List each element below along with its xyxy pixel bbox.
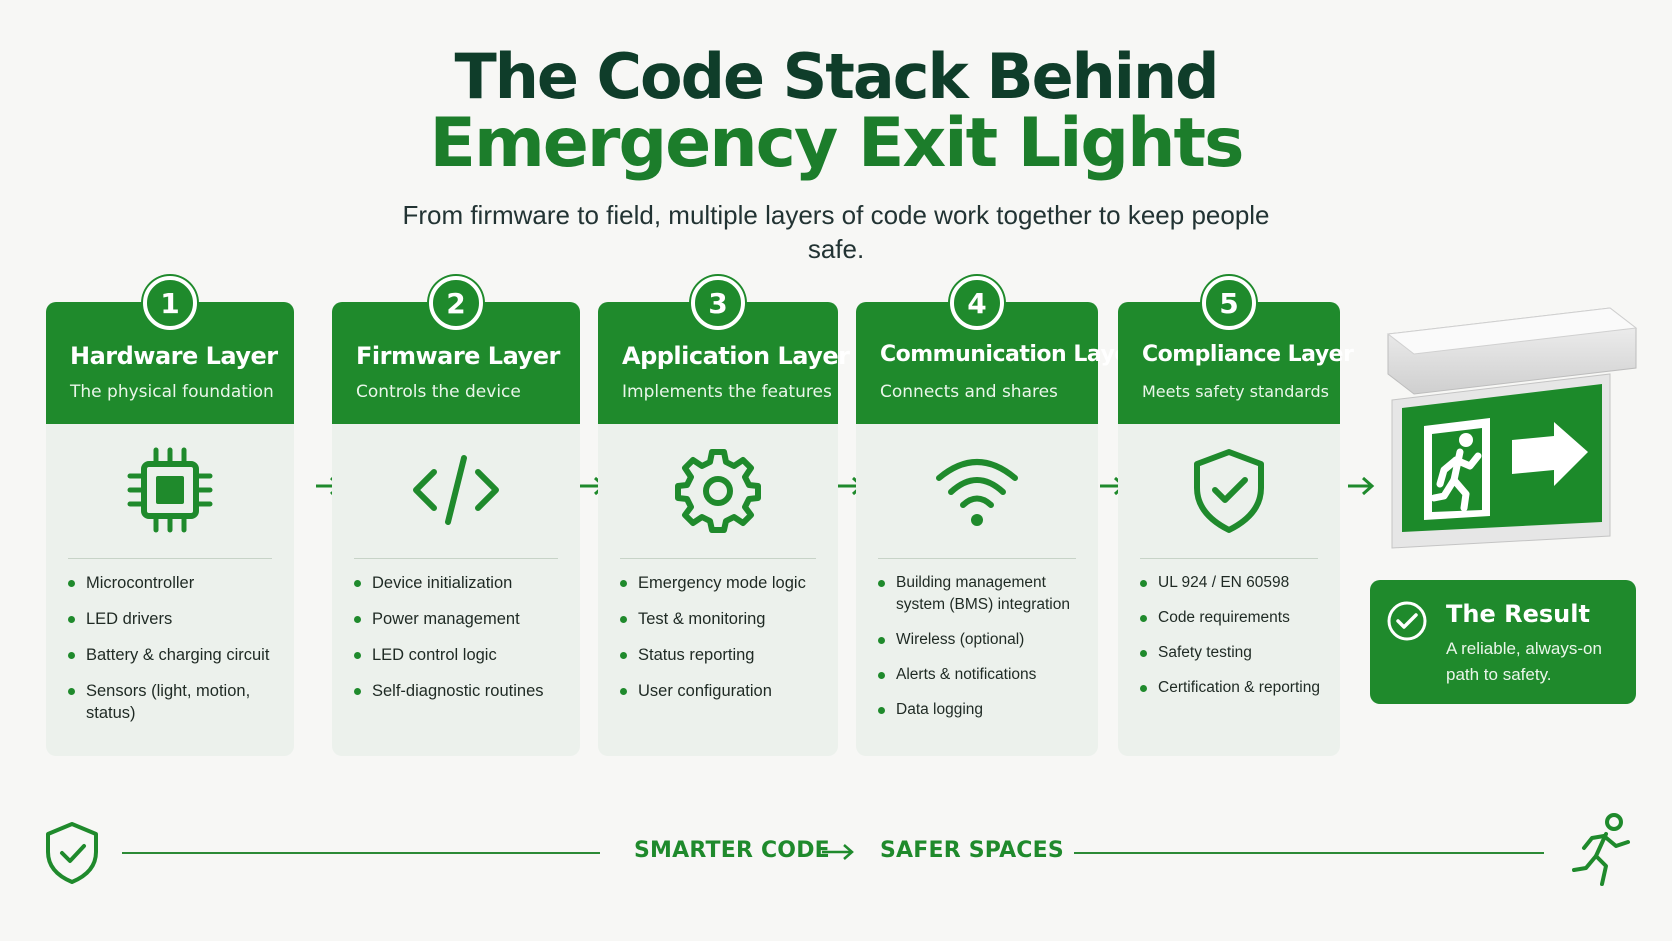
list-item: Emergency mode logic bbox=[620, 572, 826, 594]
list-item: Device initialization bbox=[354, 572, 568, 594]
page-subtitle: From firmware to field, multiple layers … bbox=[402, 200, 1270, 264]
footer-text-right: SAFER SPACES bbox=[880, 838, 1064, 863]
list-item: Certification & reporting bbox=[1140, 677, 1328, 699]
step-number-badge: 2 bbox=[429, 276, 483, 330]
list-item: Safety testing bbox=[1140, 642, 1328, 664]
result-box: The Result A reliable, always-on path to… bbox=[1370, 580, 1636, 704]
running-person-icon bbox=[1572, 813, 1630, 886]
footer-divider-left bbox=[122, 852, 600, 854]
gear-icon bbox=[675, 449, 761, 533]
footer-divider-right bbox=[1074, 852, 1544, 854]
layer-card-application: 3 Application Layer Implements the featu… bbox=[598, 276, 850, 756]
layer-subtitle: Connects and shares bbox=[880, 382, 1058, 402]
shield-check-icon bbox=[46, 822, 98, 884]
layer-title: Compliance Layer bbox=[1142, 342, 1354, 367]
layer-title: Application Layer bbox=[622, 342, 850, 370]
layer-title: Communication Layer bbox=[880, 342, 1140, 367]
wifi-icon bbox=[936, 459, 1018, 526]
flow-arrow-icon bbox=[1348, 476, 1375, 496]
list-item: Data logging bbox=[878, 699, 1086, 721]
layer-items: Device initialization Power management L… bbox=[354, 572, 568, 716]
layer-card-header: 3 Application Layer Implements the featu… bbox=[598, 276, 850, 424]
layer-items: UL 924 / EN 60598 Code requirements Safe… bbox=[1140, 572, 1328, 712]
code-icon bbox=[413, 455, 499, 525]
list-item: Alerts & notifications bbox=[878, 664, 1086, 686]
list-item: UL 924 / EN 60598 bbox=[1140, 572, 1328, 594]
list-item: Microcontroller bbox=[68, 572, 282, 594]
step-number-badge: 4 bbox=[950, 276, 1004, 330]
layer-items: Emergency mode logic Test & monitoring S… bbox=[620, 572, 826, 716]
layer-title: Hardware Layer bbox=[70, 342, 278, 370]
list-item: Status reporting bbox=[620, 644, 826, 666]
layer-card-header: 5 Compliance Layer Meets safety standard… bbox=[1118, 276, 1354, 424]
layer-subtitle: The physical foundation bbox=[70, 382, 274, 402]
layer-card-hardware: 1 Hardware Layer The physical foundation… bbox=[46, 276, 294, 756]
page-title-line2: Emergency Exit Lights bbox=[429, 104, 1245, 183]
layer-items: Microcontroller LED drivers Battery & ch… bbox=[68, 572, 282, 738]
chip-icon bbox=[127, 447, 213, 533]
card-divider bbox=[68, 558, 272, 559]
footer-text-left: SMARTER CODE bbox=[634, 838, 830, 863]
layer-card-compliance: 5 Compliance Layer Meets safety standard… bbox=[1118, 276, 1354, 756]
shield-check-icon bbox=[1194, 449, 1264, 533]
list-item: Power management bbox=[354, 608, 568, 630]
layer-items: Building management system (BMS) integra… bbox=[878, 572, 1086, 734]
layer-card-firmware: 2 Firmware Layer Controls the device Dev… bbox=[332, 276, 580, 756]
exit-sign-illustration bbox=[1386, 307, 1638, 549]
card-divider bbox=[1140, 558, 1318, 559]
arrow-right-icon bbox=[822, 844, 854, 860]
layer-subtitle: Controls the device bbox=[356, 382, 521, 402]
layer-title: Firmware Layer bbox=[356, 342, 560, 370]
layer-card-header: 2 Firmware Layer Controls the device bbox=[332, 276, 580, 424]
list-item: Self-diagnostic routines bbox=[354, 680, 568, 702]
layer-card-header: 1 Hardware Layer The physical foundation bbox=[46, 276, 294, 424]
layer-subtitle: Implements the features bbox=[622, 382, 832, 402]
result-text: A reliable, always-on path to safety. bbox=[1446, 639, 1602, 684]
card-divider bbox=[620, 558, 816, 559]
check-circle-icon bbox=[1387, 601, 1427, 641]
list-item: Sensors (light, motion, status) bbox=[68, 680, 282, 724]
result-title: The Result bbox=[1446, 600, 1590, 628]
layer-card-header: 4 Communication Layer Connects and share… bbox=[856, 276, 1140, 424]
step-number-badge: 5 bbox=[1202, 276, 1256, 330]
step-number-badge: 1 bbox=[143, 276, 197, 330]
list-item: Wireless (optional) bbox=[878, 629, 1086, 651]
list-item: LED drivers bbox=[68, 608, 282, 630]
list-item: User configuration bbox=[620, 680, 826, 702]
list-item: LED control logic bbox=[354, 644, 568, 666]
page-title-line1: The Code Stack Behind bbox=[454, 40, 1219, 113]
list-item: Code requirements bbox=[1140, 607, 1328, 629]
step-number-badge: 3 bbox=[691, 276, 745, 330]
list-item: Building management system (BMS) integra… bbox=[878, 572, 1086, 616]
layer-subtitle: Meets safety standards bbox=[1142, 382, 1329, 401]
list-item: Battery & charging circuit bbox=[68, 644, 282, 666]
card-divider bbox=[354, 558, 558, 559]
card-divider bbox=[878, 558, 1076, 559]
layer-card-communication: 4 Communication Layer Connects and share… bbox=[856, 276, 1140, 756]
list-item: Test & monitoring bbox=[620, 608, 826, 630]
